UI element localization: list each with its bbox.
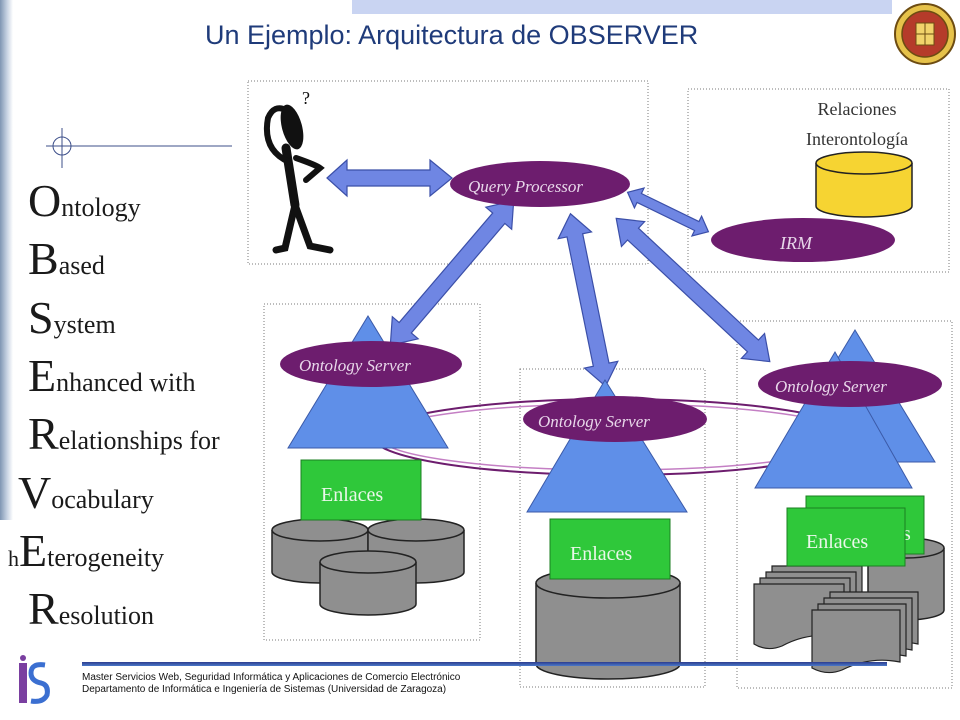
acronym-initial: E [28,350,57,401]
footer-line-1: Master Servicios Web, Seguridad Informát… [82,672,461,683]
ontology-server-label: Ontology Server [775,377,887,396]
acronym-line: Relationships for [28,411,220,457]
slide-title: Un Ejemplo: Arquitectura de OBSERVER [205,20,699,50]
query-processor-label: Query Processor [468,177,583,196]
acronym-initial: R [28,408,59,459]
arrow-query-processor-server1 [389,199,515,347]
top-accent-bar [352,0,892,14]
acronym-word: ystem [53,310,116,339]
query-processor-node: Query Processor [450,161,630,207]
acronym-word: nhanced with [56,368,196,397]
acronym-prefix: h [8,546,19,571]
acronym-line: Vocabulary [18,470,154,516]
user-figure-icon: ? [264,88,334,254]
acronym-initial: R [28,583,59,634]
left-gradient-bar [0,0,13,520]
ontology-site-2: Ontology Server Enlaces [523,379,707,680]
acronym-initial: V [18,467,52,518]
enlaces-label: Enlaces [806,531,868,553]
ontology-server-label: Ontology Server [299,356,411,375]
double-arrows [326,158,453,198]
university-seal-icon [894,3,956,65]
enlaces-label: Enlaces [570,543,632,565]
enlaces-label: Enlaces [321,484,383,506]
acronym-line: System [28,295,116,341]
acronym-line: Based [28,236,105,282]
acronym-line: Resolution [28,586,154,632]
acronym-word: elationships for [58,426,220,455]
ontology-site-box-2 [519,368,706,688]
irm-node: IRM [711,218,895,262]
decorative-crosshair [46,128,232,168]
is-logo-icon [19,655,50,704]
question-mark-text: ? [302,88,310,108]
acronym-initial: B [28,233,59,284]
documents-stack-icon [753,565,919,674]
acronym-line: Enhanced with [28,353,195,399]
acronym-word: ocabulary [51,485,154,514]
acronym-initial: O [28,175,62,226]
user-query-box [247,80,649,265]
arrow-user-query-processor [326,158,453,198]
relaciones-label-line1: Relaciones [818,99,897,119]
interontology-database-icon [815,151,913,218]
arrow-query-processor-server3 [615,217,771,363]
footer-text: Master Servicios Web, Seguridad Informát… [82,672,460,696]
irm-label: IRM [779,233,813,253]
acronym-word: esolution [58,601,155,630]
footer-rule [82,662,887,666]
arrow-query-processor-irm [626,187,710,237]
ontology-site-1: Ontology Server Enlaces [271,315,465,616]
acronym-word: terogeneity [47,543,165,572]
ontology-site-box-1 [263,303,481,641]
enlaces-fragment-label: s [903,523,911,545]
acronym-initial: E [19,525,48,576]
footer-line-2: Departamento de Informática e Ingeniería… [82,684,447,695]
database-icon [271,518,465,616]
acronym-line: hEterogeneity [8,528,164,574]
acronym-word: ased [58,251,105,280]
acronym-word: ntology [61,193,141,222]
acronym-initial: S [28,292,54,343]
ontology-server-label: Ontology Server [538,412,650,431]
relaciones-label-line2: Interontología [806,129,908,149]
acronym-line: Ontology [28,178,141,224]
ontology-site-3: Ontology Server s Enlaces [753,329,945,674]
arrow-query-processor-server2 [557,212,619,388]
